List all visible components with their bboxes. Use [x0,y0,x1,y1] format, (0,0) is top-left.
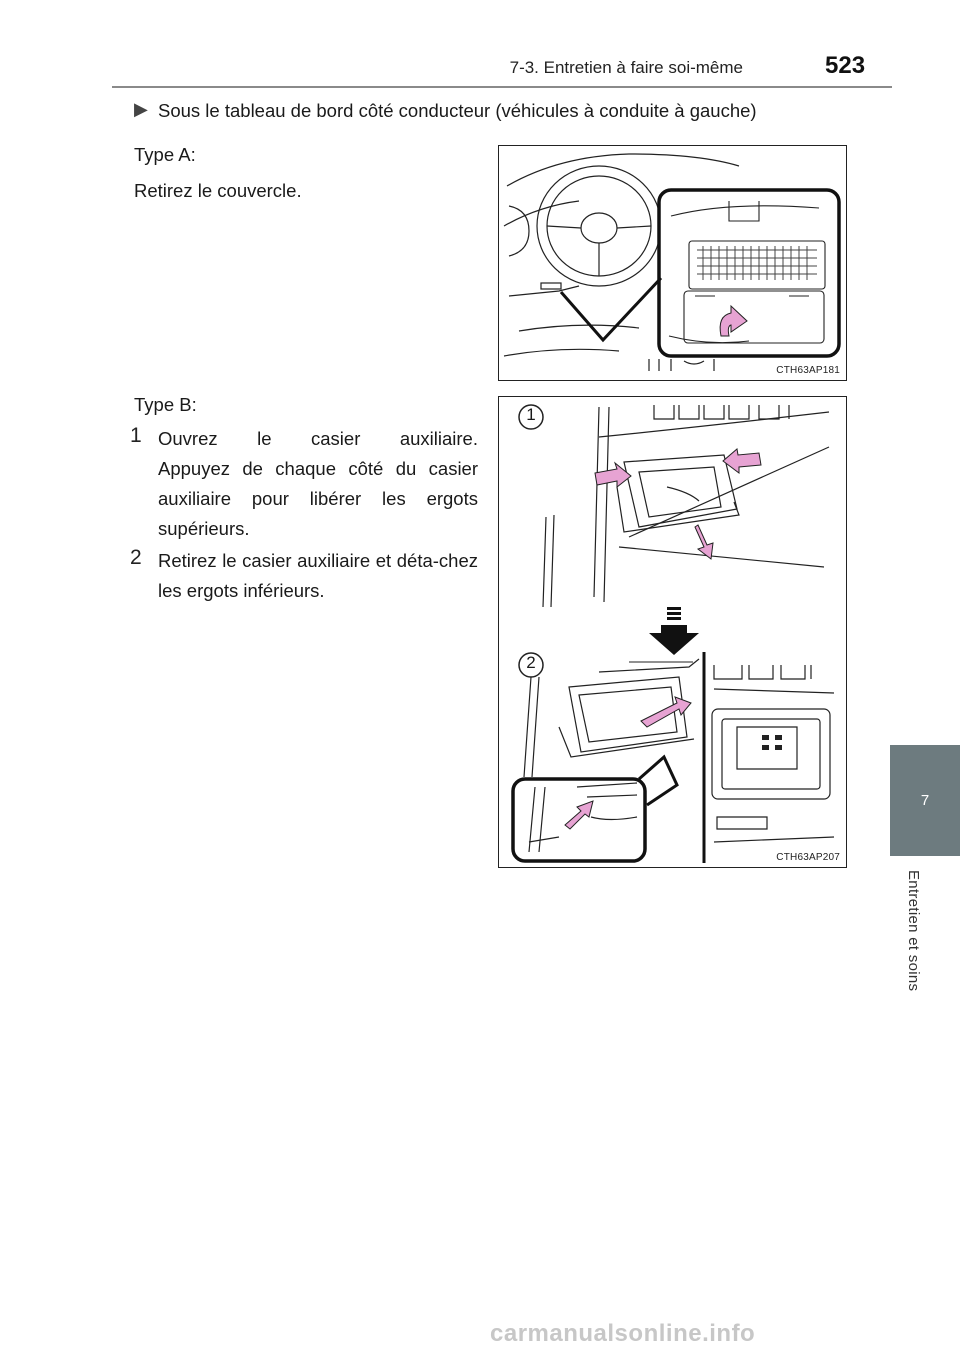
figure-type-b: 1 2 CTH63AP207 [498,396,847,868]
type-a-instruction: Retirez le couvercle. [134,180,302,201]
step-1-line1: Ouvrez le casier auxiliaire. [158,428,478,449]
header-divider [112,86,892,88]
section-title: 7-3. Entretien à faire soi-même [509,58,743,77]
bullet-arrow-icon: ▶ [134,99,148,119]
page-number: 523 [825,52,866,79]
type-b-label: Type B: [134,394,197,415]
auxiliary-box-removal-illustration [511,404,835,863]
chapter-tab: 7 [890,745,960,856]
figure-step-label-2: 2 [526,653,536,672]
step-2-text: Retirez le casier auxiliaire et déta-che… [158,550,478,601]
bullet-heading: Sous le tableau de bord côté conducteur … [158,100,757,121]
figure-type-a: CTH63AP181 [498,145,847,381]
chapter-label: Entretien et soins [905,870,922,992]
figure-step-label-1: 1 [526,405,536,424]
step-number-2: 2 [130,546,142,569]
step-1-line2: Appuyez de chaque côté du casier auxilia… [158,458,478,539]
step-number-1: 1 [130,424,142,447]
figure-b-code: CTH63AP207 [776,852,840,863]
dashboard-fuse-cover-illustration [503,153,841,371]
chapter-number: 7 [920,792,930,809]
type-a-label: Type A: [134,144,196,165]
figure-a-code: CTH63AP181 [776,365,840,376]
watermark: carmanualsonline.info [490,1320,756,1347]
